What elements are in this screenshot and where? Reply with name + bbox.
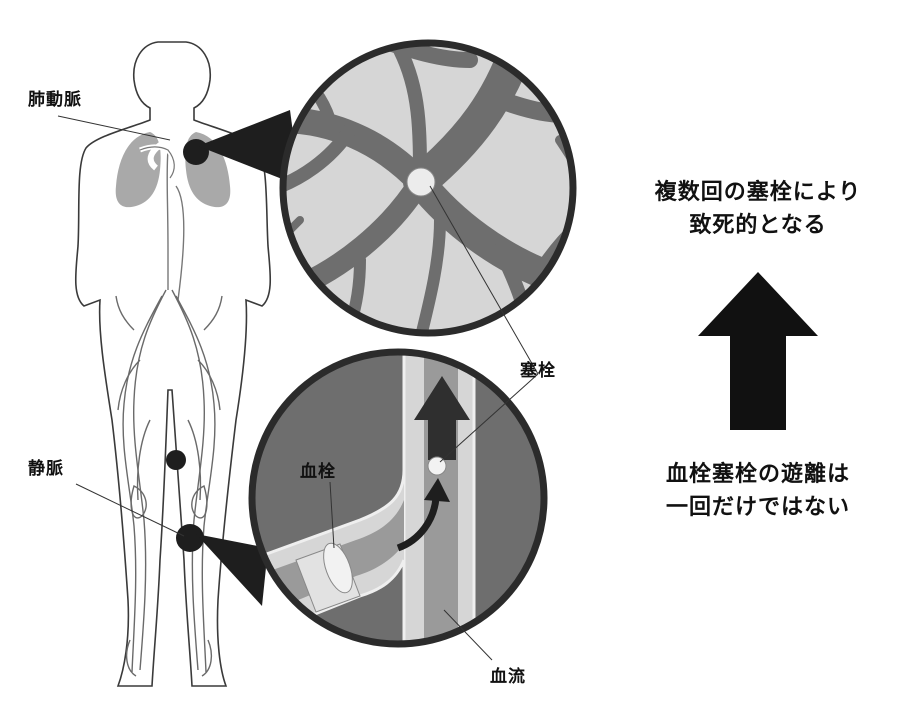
leg-clot-marker-upper	[166, 450, 186, 470]
message-bottom-line2: 一回だけではない	[665, 495, 850, 520]
left-lung	[115, 132, 161, 208]
embolus-in-vein	[427, 456, 447, 476]
leg-veins	[115, 289, 223, 677]
curved-flow-arrow	[424, 478, 450, 502]
label-blood-flow: 血流	[490, 667, 526, 687]
progression-arrow-up	[698, 272, 818, 430]
label-embolus: 塞栓	[520, 361, 556, 381]
flow-arrow-up	[414, 376, 470, 460]
vein-magnified-view	[248, 185, 548, 661]
body-outline	[74, 41, 272, 687]
leg-clot-marker-lower	[176, 524, 204, 552]
body-figure	[57, 41, 272, 687]
label-vein: 静脈	[28, 459, 64, 479]
embolus-in-lung	[406, 167, 436, 197]
message-bottom-line1: 血栓塞栓の遊離は	[665, 462, 850, 487]
callout-wedge-top	[198, 110, 300, 186]
message-top-line1: 複数回の塞栓により	[654, 180, 862, 205]
label-thrombus: 血栓	[300, 462, 336, 482]
lung-clot-marker	[183, 139, 209, 165]
message-bottom: 血栓塞栓の遊離は 一回だけではない	[628, 458, 888, 524]
message-top-line2: 致死的となる	[689, 213, 827, 238]
message-top: 複数回の塞栓により 致死的となる	[628, 176, 888, 242]
callout-wedge-bottom	[196, 534, 268, 606]
label-pulmonary-artery: 肺動脈	[28, 90, 82, 110]
